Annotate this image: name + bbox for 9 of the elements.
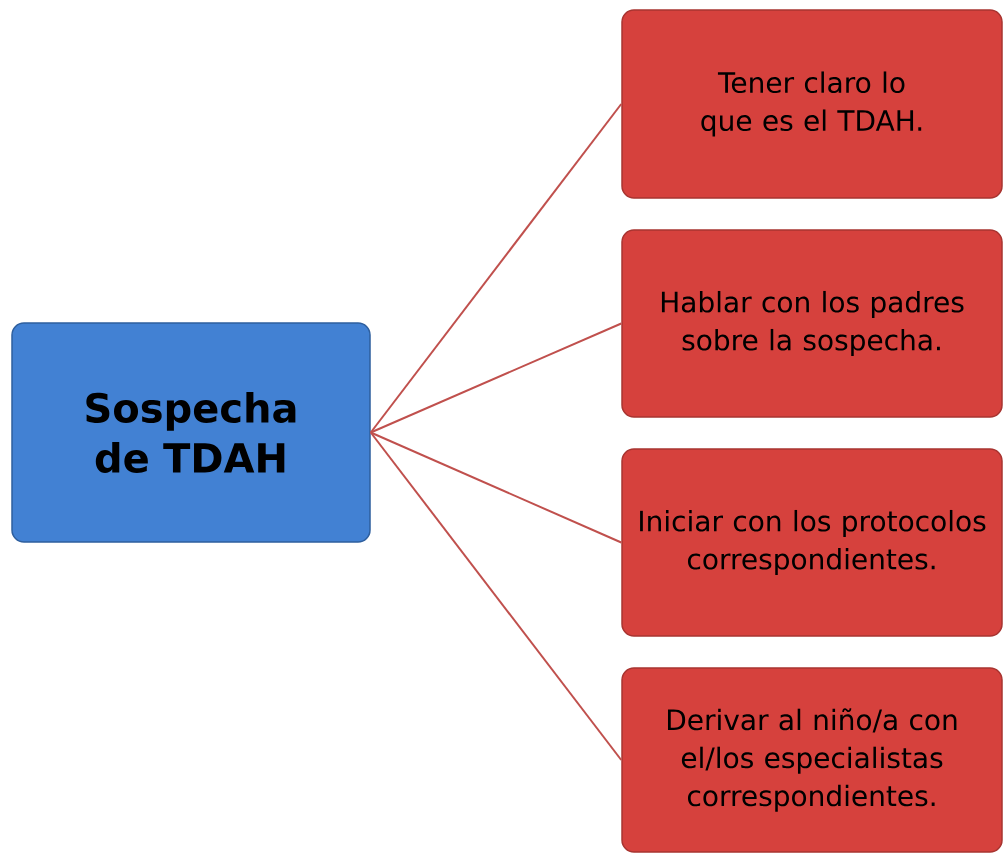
connector-line (369, 431, 623, 761)
step-box: Derivar al niño/a con el/los especialistas correspondientes. (621, 667, 1003, 853)
step-box: Iniciar con los protocolos correspondientes. (621, 448, 1003, 637)
connector-line (369, 103, 623, 434)
topic-box: Sospecha de TDAH (11, 322, 371, 543)
connector-line (369, 322, 623, 434)
step-box: Hablar con los padres sobre la sospecha. (621, 229, 1003, 418)
connector-line (369, 431, 623, 544)
step-box: Tener claro lo que es el TDAH. (621, 9, 1003, 199)
